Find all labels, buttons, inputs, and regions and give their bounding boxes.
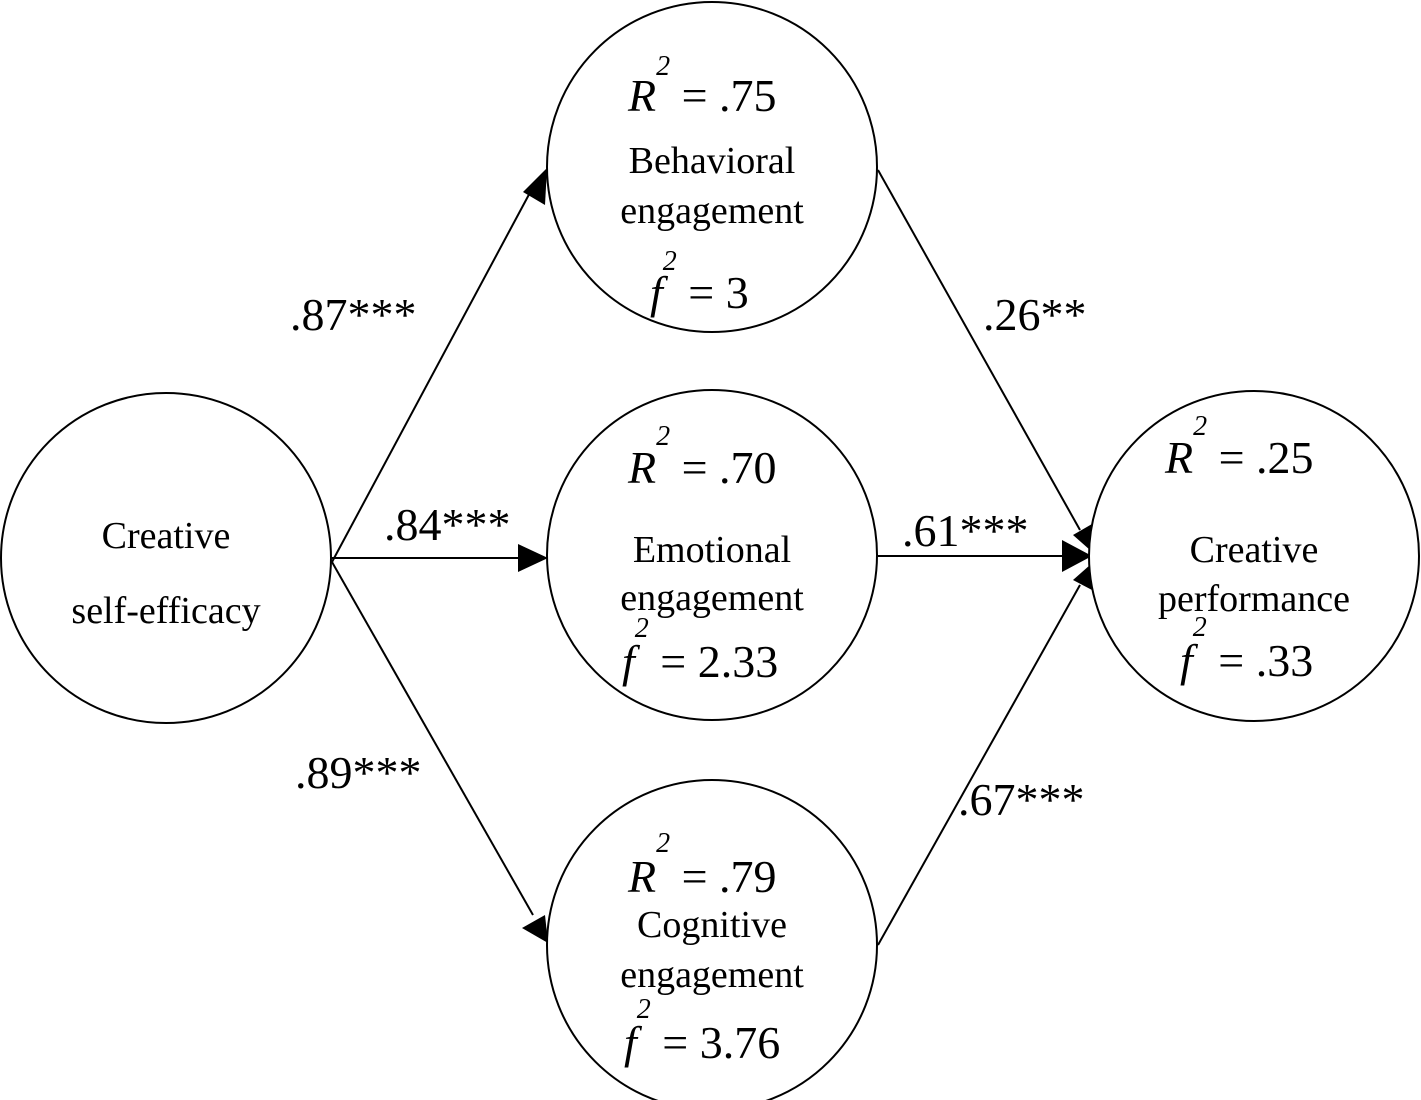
emotional-f2: f2 = 2.33 [622,613,778,687]
cognitive-f2-value: = 3.76 [651,1017,780,1068]
arrowhead-emotional [518,544,548,572]
performance-r2-exp: 2 [1193,411,1207,442]
edge-cse-cognitive [331,561,534,916]
behavioral-r2: R2 = .75 [627,51,777,121]
edge-behavioral-performance [877,169,1081,531]
coef-behavioral-performance: .26** [983,289,1087,340]
behavioral-label-line1: Behavioral [629,140,796,182]
behavioral-r2-exp: 2 [656,51,670,82]
emotional-label-line1: Emotional [633,529,791,571]
performance-r2: R2 = .25 [1164,411,1314,483]
emotional-r2-value: = .70 [670,442,776,493]
arrowhead-cognitive [522,915,548,943]
behavioral-f2-exp: 2 [663,246,677,277]
behavioral-r2-value: = .75 [670,70,776,121]
emotional-r2-symbol: R [627,442,656,493]
behavioral-f2-value: = 3 [677,267,749,318]
performance-label-line2: performance [1158,578,1350,620]
edge-cse-behavioral [331,186,534,563]
cognitive-r2-value: = .79 [670,851,776,902]
edges [331,168,1092,946]
cognitive-r2: R2 = .79 [627,828,777,902]
coef-cse-cognitive: .89*** [295,747,422,798]
cse-label-line2: self-efficacy [71,590,260,632]
coef-cse-behavioral: .87*** [290,289,417,340]
cse-label-line1: Creative [102,515,231,557]
performance-r2-value: = .25 [1207,432,1313,483]
behavioral-r2-symbol: R [627,70,656,121]
performance-r2-symbol: R [1164,432,1193,483]
edge-cognitive-performance [877,584,1081,946]
node-creative-self-efficacy [0,392,332,724]
node-emotional-engagement [546,389,878,721]
node-behavioral-engagement [546,1,878,333]
node-creative-performance [1088,390,1420,722]
cognitive-r2-symbol: R [627,851,656,902]
arrowhead-emotional-performance [1062,540,1092,572]
cognitive-r2-exp: 2 [656,828,670,859]
arrowhead-behavioral [523,168,547,205]
coef-emotional-performance: .61*** [902,505,1029,556]
performance-f2-value: = .33 [1207,635,1313,686]
coef-cognitive-performance: .67*** [958,774,1085,825]
performance-label-line1: Creative [1190,529,1319,571]
emotional-r2: R2 = .70 [627,421,777,493]
arrowhead-behavioral-performance [1073,524,1092,550]
emotional-label-line2: engagement [620,577,804,619]
emotional-r2-exp: 2 [656,421,670,452]
performance-f2-exp: 2 [1193,612,1207,643]
emotional-f2-value: = 2.33 [649,636,778,687]
node-cognitive-engagement [546,779,878,1100]
arrowhead-cognitive-performance [1073,565,1092,590]
cognitive-f2-exp: 2 [637,994,651,1025]
cognitive-label-line2: engagement [620,954,804,996]
coef-cse-emotional: .84*** [384,499,511,550]
emotional-f2-exp: 2 [635,613,649,644]
behavioral-label-line2: engagement [620,190,804,232]
cognitive-label-line1: Cognitive [637,904,787,946]
